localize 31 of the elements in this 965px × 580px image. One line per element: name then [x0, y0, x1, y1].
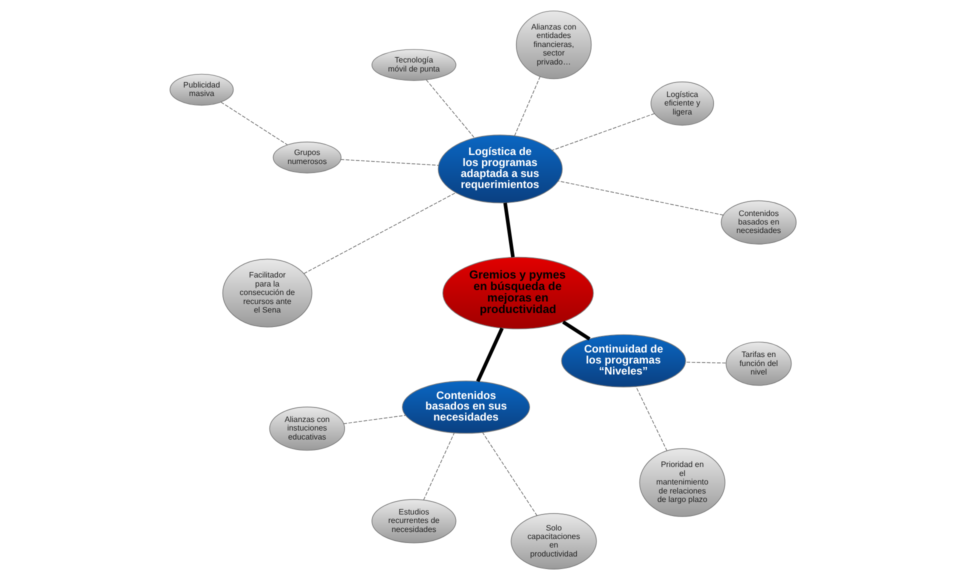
connector	[514, 76, 540, 136]
connector	[635, 386, 667, 452]
node-ellipse: Estudios recurrentes de necesidades	[371, 499, 456, 544]
node-ellipse: Solo capacitaciones en productividad	[510, 513, 596, 570]
node-ellipse: Continuidad de los programas “Niveles”	[560, 334, 686, 388]
node-ellipse: Alianzas con instuciones educativas	[268, 406, 344, 451]
connector	[482, 432, 537, 516]
connector	[303, 192, 456, 274]
connector	[476, 327, 504, 382]
node-ellipse: Contenidos basados en necesidades	[720, 200, 796, 244]
node-ellipse: Contenidos basados en sus necesidades	[402, 380, 530, 434]
connector	[425, 80, 474, 138]
node-ellipse: Tarifas en función del nivel	[725, 342, 792, 386]
connector	[340, 159, 438, 166]
connector	[342, 414, 406, 424]
connector	[551, 113, 654, 151]
node-ellipse: Gremios y pymes en búsqueda de mejoras en productividad	[442, 256, 594, 330]
connector	[220, 102, 288, 146]
node-ellipse: Publicidad masiva	[169, 74, 234, 106]
connector	[557, 180, 724, 216]
node-ellipse: Facilitador para la consecución de recursos ante el Sena	[222, 258, 312, 328]
node-ellipse: Grupos numerosos	[272, 142, 341, 174]
connector	[562, 320, 590, 340]
node-ellipse: Logística de los programas adaptada a sus requerimientos	[437, 134, 562, 204]
node-ellipse: Prioridad en el mantenimiento de relaciones de largo plazo	[638, 448, 725, 517]
connector	[684, 362, 726, 364]
connector	[502, 202, 514, 258]
node-ellipse: Logística eficiente y ligera	[650, 82, 714, 126]
node-circle: Alianzas con entidades financieras, sector privado…	[515, 10, 592, 80]
node-ellipse: Tecnología móvil de punta	[371, 49, 456, 81]
connector	[422, 432, 454, 500]
